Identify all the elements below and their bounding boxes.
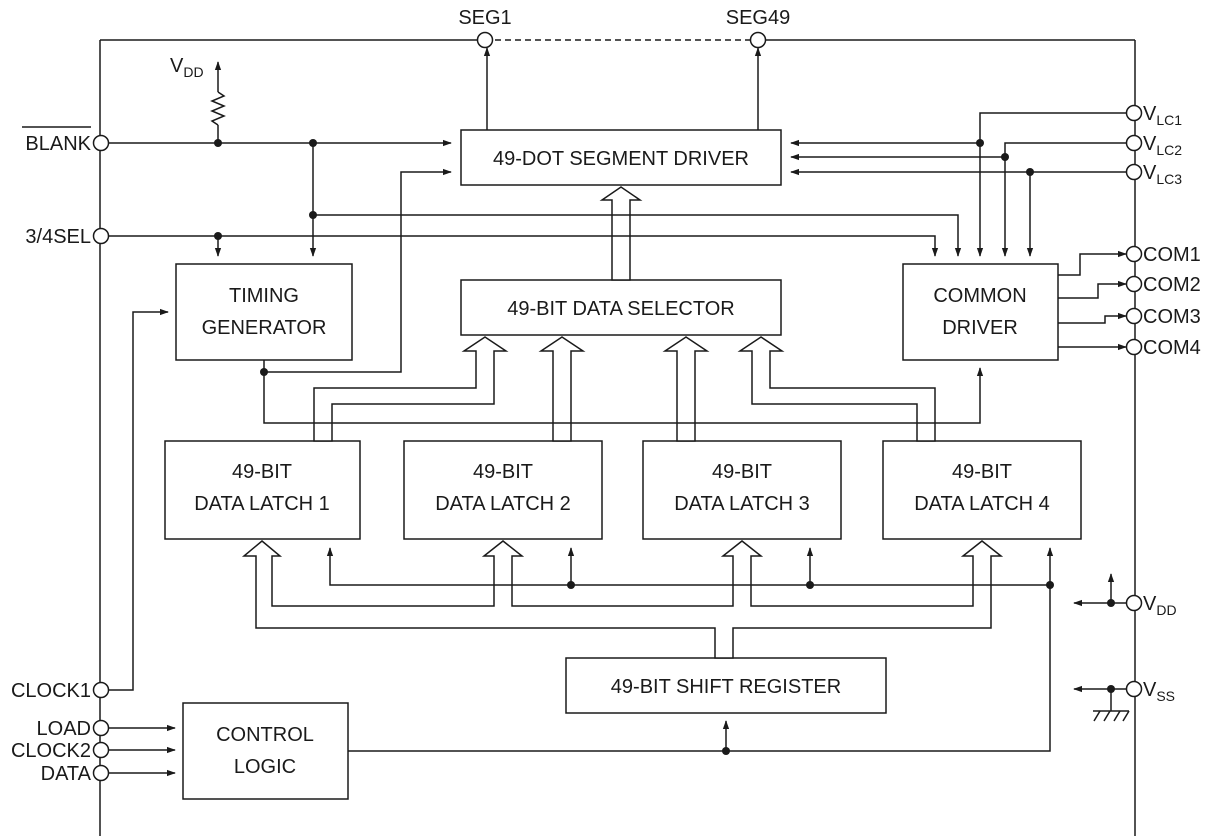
com4-pin [1125,338,1143,356]
com4-label: COM4 [1143,337,1201,359]
bus-latch1-to-selector [313,336,509,442]
seg1-pin [476,31,494,49]
com3-label: COM3 [1143,306,1201,328]
clock1-label: CLOCK1 [11,680,91,702]
data-latch-2-label-1: 49-BIT [473,461,533,483]
control-to-latches [348,547,1054,752]
bus-latch4-to-selector [737,336,936,442]
control-logic-block: CONTROL LOGIC [182,702,349,800]
clock1-line [109,308,169,691]
data-latch-2-label-2: DATA LATCH 2 [435,493,571,515]
seg49-pin [749,31,767,49]
vss-right-pin [1125,680,1143,698]
data-latch-1-block: 49-BIT DATA LATCH 1 [164,440,361,540]
vlc2-pin [1125,134,1143,152]
control-logic-label-1: CONTROL [216,724,314,746]
bus-selector-to-driver [599,186,643,281]
data-latch-3-label-2: DATA LATCH 3 [674,493,810,515]
vdd-right-pin [1125,594,1143,612]
common-driver-block: COMMON DRIVER [902,263,1059,361]
vdd-right-label: VDD [1143,593,1177,618]
com1-line [1058,250,1127,276]
timing-to-common [263,360,984,424]
vlc1-label: VLC1 [1143,103,1182,128]
data-latch-2-block: 49-BIT DATA LATCH 2 [403,440,603,540]
bus-shift-register-to-latches [241,540,1004,659]
control-logic-label-2: LOGIC [234,756,296,778]
blank-label: BLANK [25,133,91,155]
com3-line [1058,312,1127,324]
data-latch-1-label-2: DATA LATCH 1 [194,493,330,515]
data-latch-1-label-1: 49-BIT [232,461,292,483]
shift-register-block: 49-BIT SHIFT REGISTER [565,657,887,714]
vlc1-pin [1125,104,1143,122]
data-latch-4-label-1: 49-BIT [952,461,1012,483]
vlc2-label: VLC2 [1143,133,1182,158]
data-selector-block: 49-BIT DATA SELECTOR [460,279,782,336]
data-latch-4-block: 49-BIT DATA LATCH 4 [882,440,1082,540]
data-label: DATA [41,763,92,785]
vlc3-pin [1125,163,1143,181]
timing-generator-block: TIMING GENERATOR [175,263,353,361]
seg1-label: SEG1 [458,7,511,29]
vss-right-label: VSS [1143,679,1175,704]
clock1-pin [92,681,110,699]
com2-line [1058,280,1127,299]
timing-generator-label-1: TIMING [229,285,299,307]
data-latch-4-label-2: DATA LATCH 4 [914,493,1050,515]
vlc3-line [1026,171,1126,257]
data-selector-label: 49-BIT DATA SELECTOR [507,298,734,320]
load-pin [92,719,110,737]
pullup-resistor [210,91,226,126]
sel34-line [109,235,939,257]
blank-to-common [313,214,962,257]
data-latch-3-block: 49-BIT DATA LATCH 3 [642,440,842,540]
com2-pin [1125,275,1143,293]
seg49-label: SEG49 [726,7,790,29]
common-driver-label-1: COMMON [933,285,1026,307]
shift-register-label: 49-BIT SHIFT REGISTER [611,676,841,698]
bus-latch3-to-selector [662,336,710,442]
com1-label: COM1 [1143,244,1201,266]
blank-pin [92,134,110,152]
com3-pin [1125,307,1143,325]
vdd-pullup-label: VDD [170,55,204,80]
com2-label: COM2 [1143,274,1201,296]
common-driver-label-2: DRIVER [942,317,1018,339]
timing-generator-label-2: GENERATOR [202,317,327,339]
bus-latch2-to-selector [538,336,586,442]
data-pin [92,764,110,782]
sel34-label: 3/4SEL [25,226,91,248]
data-latch-3-label-1: 49-BIT [712,461,772,483]
sel34-pin [92,227,110,245]
clock2-pin [92,741,110,759]
clock2-label: CLOCK2 [11,740,91,762]
segment-driver-block: 49-DOT SEGMENT DRIVER [460,129,782,186]
vlc3-label: VLC3 [1143,162,1182,187]
vlc1-line [976,112,1126,257]
ground-icon [1093,710,1130,722]
com1-pin [1125,245,1143,263]
vlc2-line [1001,142,1126,257]
latch-load-line [326,547,1050,586]
timing-to-driver [264,168,452,373]
load-label: LOAD [37,718,91,740]
segment-driver-label: 49-DOT SEGMENT DRIVER [493,148,749,170]
